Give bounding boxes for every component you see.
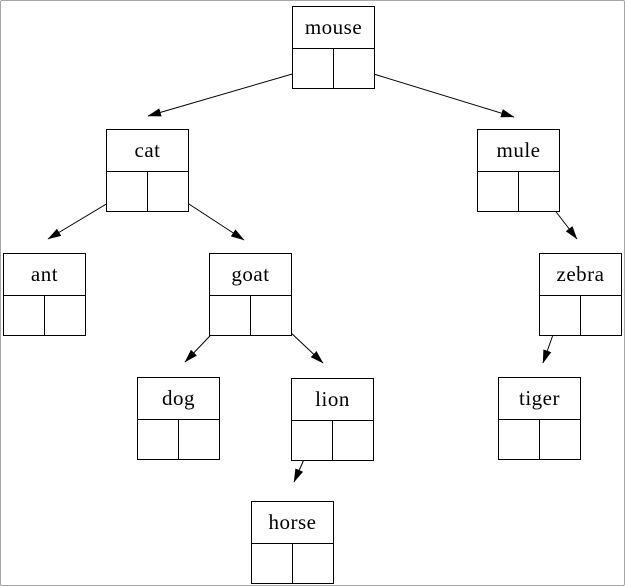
tree-node-ant: ant	[3, 253, 86, 336]
left-pointer-cell	[138, 420, 179, 459]
tree-node-goat: goat	[209, 253, 292, 336]
tree-node-pointer-cells	[107, 172, 188, 211]
left-pointer-cell	[478, 172, 519, 211]
tree-node-pointer-cells	[293, 49, 374, 88]
tree-node-label: mouse	[293, 7, 374, 49]
tree-node-pointer-cells	[478, 172, 559, 211]
tree-node-label: goat	[210, 254, 291, 296]
left-pointer-cell	[540, 296, 581, 335]
tree-node-tiger: tiger	[498, 377, 581, 460]
tree-node-pointer-cells	[499, 420, 580, 459]
edge-mouse-right-to-mule	[353, 67, 515, 118]
tree-node-pointer-cells	[210, 296, 291, 335]
right-pointer-cell	[179, 420, 219, 459]
right-pointer-cell	[581, 296, 621, 335]
tree-node-label: mule	[478, 130, 559, 172]
tree-node-pointer-cells	[292, 421, 373, 460]
tree-node-pointer-cells	[4, 296, 85, 335]
tree-node-pointer-cells	[138, 420, 219, 459]
tree-node-label: tiger	[499, 378, 580, 420]
right-pointer-cell	[334, 49, 374, 88]
tree-node-pointer-cells	[540, 296, 621, 335]
tree-node-horse: horse	[251, 501, 334, 584]
left-pointer-cell	[210, 296, 251, 335]
right-pointer-cell	[540, 420, 580, 459]
tree-node-label: zebra	[540, 254, 621, 296]
right-pointer-cell	[293, 544, 333, 583]
tree-node-label: ant	[4, 254, 85, 296]
tree-node-dog: dog	[137, 377, 220, 460]
left-pointer-cell	[107, 172, 148, 211]
tree-node-mouse: mouse	[292, 6, 375, 89]
right-pointer-cell	[148, 172, 188, 211]
left-pointer-cell	[499, 420, 540, 459]
left-pointer-cell	[252, 544, 293, 583]
tree-node-pointer-cells	[252, 544, 333, 583]
left-pointer-cell	[293, 49, 334, 88]
tree-node-lion: lion	[291, 378, 374, 461]
tree-node-cat: cat	[106, 129, 189, 212]
tree-node-label: cat	[107, 130, 188, 172]
left-pointer-cell	[292, 421, 333, 460]
tree-node-label: lion	[292, 379, 373, 421]
right-pointer-cell	[251, 296, 291, 335]
tree-node-label: dog	[138, 378, 219, 420]
left-pointer-cell	[4, 296, 45, 335]
right-pointer-cell	[519, 172, 559, 211]
edge-mouse-left-to-cat	[147, 67, 314, 117]
tree-node-label: horse	[252, 502, 333, 544]
right-pointer-cell	[45, 296, 85, 335]
right-pointer-cell	[333, 421, 373, 460]
tree-node-mule: mule	[477, 129, 560, 212]
tree-node-zebra: zebra	[539, 253, 622, 336]
